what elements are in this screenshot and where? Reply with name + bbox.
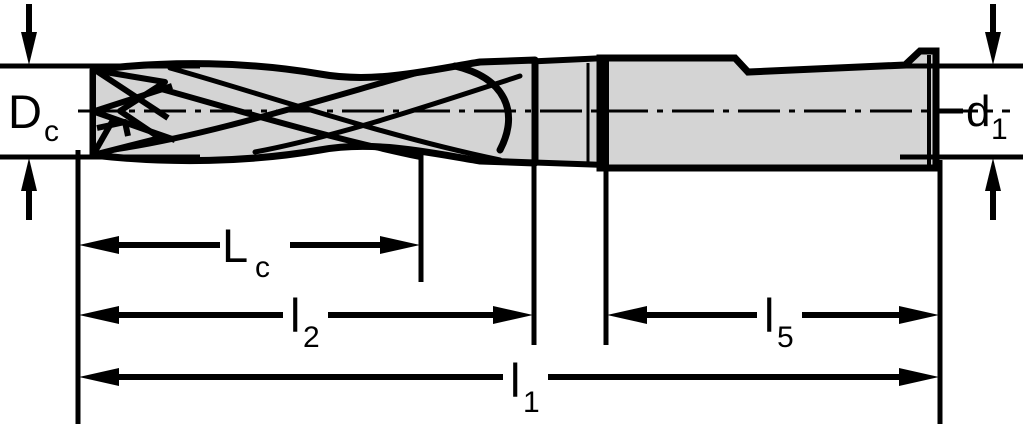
dimension-Dc: D c (0, 4, 200, 220)
Dc-label-main: D (8, 85, 42, 138)
point-facet-line-3 (94, 109, 176, 143)
l5-arrowhead-left (607, 306, 647, 324)
Dc-arrowhead-bottom (21, 158, 37, 191)
flute-helix-line-4 (252, 73, 523, 155)
l1-arrowhead-left (79, 368, 119, 386)
l1-label-main: l (510, 354, 520, 407)
dimension-Lc: L c (79, 219, 420, 284)
l2-label-subscript: 2 (303, 321, 320, 354)
Dc-arrowhead-top (21, 32, 37, 65)
point-facet-line-4 (90, 118, 116, 157)
dimension-l1: l 1 (79, 354, 939, 419)
d1-label-subscript: 1 (991, 113, 1008, 146)
d1-arrowhead-top (985, 32, 1001, 65)
Lc-label-main: L (222, 219, 248, 272)
flute-helix-line-2 (167, 65, 503, 163)
l2-arrowhead-left (79, 306, 119, 324)
extension-lines-group (75, 150, 943, 424)
l5-label-main: l (764, 289, 774, 342)
l2-arrowhead-right (493, 306, 533, 324)
d1-label-main: d (966, 87, 990, 136)
l2-label-main: l (290, 289, 300, 342)
dimension-d1: d 1 (900, 4, 1023, 220)
Lc-arrowhead-left (79, 236, 119, 254)
drill-bit-illustration (78, 47, 1010, 172)
l1-label-subscript: 1 (523, 386, 540, 419)
l5-arrowhead-right (899, 306, 939, 324)
l5-label-subscript: 5 (777, 321, 794, 354)
Lc-label-subscript: c (255, 251, 270, 284)
dimension-l5: l 5 (607, 289, 939, 354)
dimension-l2: l 2 (79, 289, 533, 354)
Lc-arrowhead-right (380, 236, 420, 254)
l1-arrowhead-right (899, 368, 939, 386)
point-facet-line-2 (94, 83, 173, 114)
flute-runout-curve (451, 62, 512, 154)
Dc-label-subscript: c (44, 115, 59, 148)
d1-arrowhead-bottom (985, 158, 1001, 191)
